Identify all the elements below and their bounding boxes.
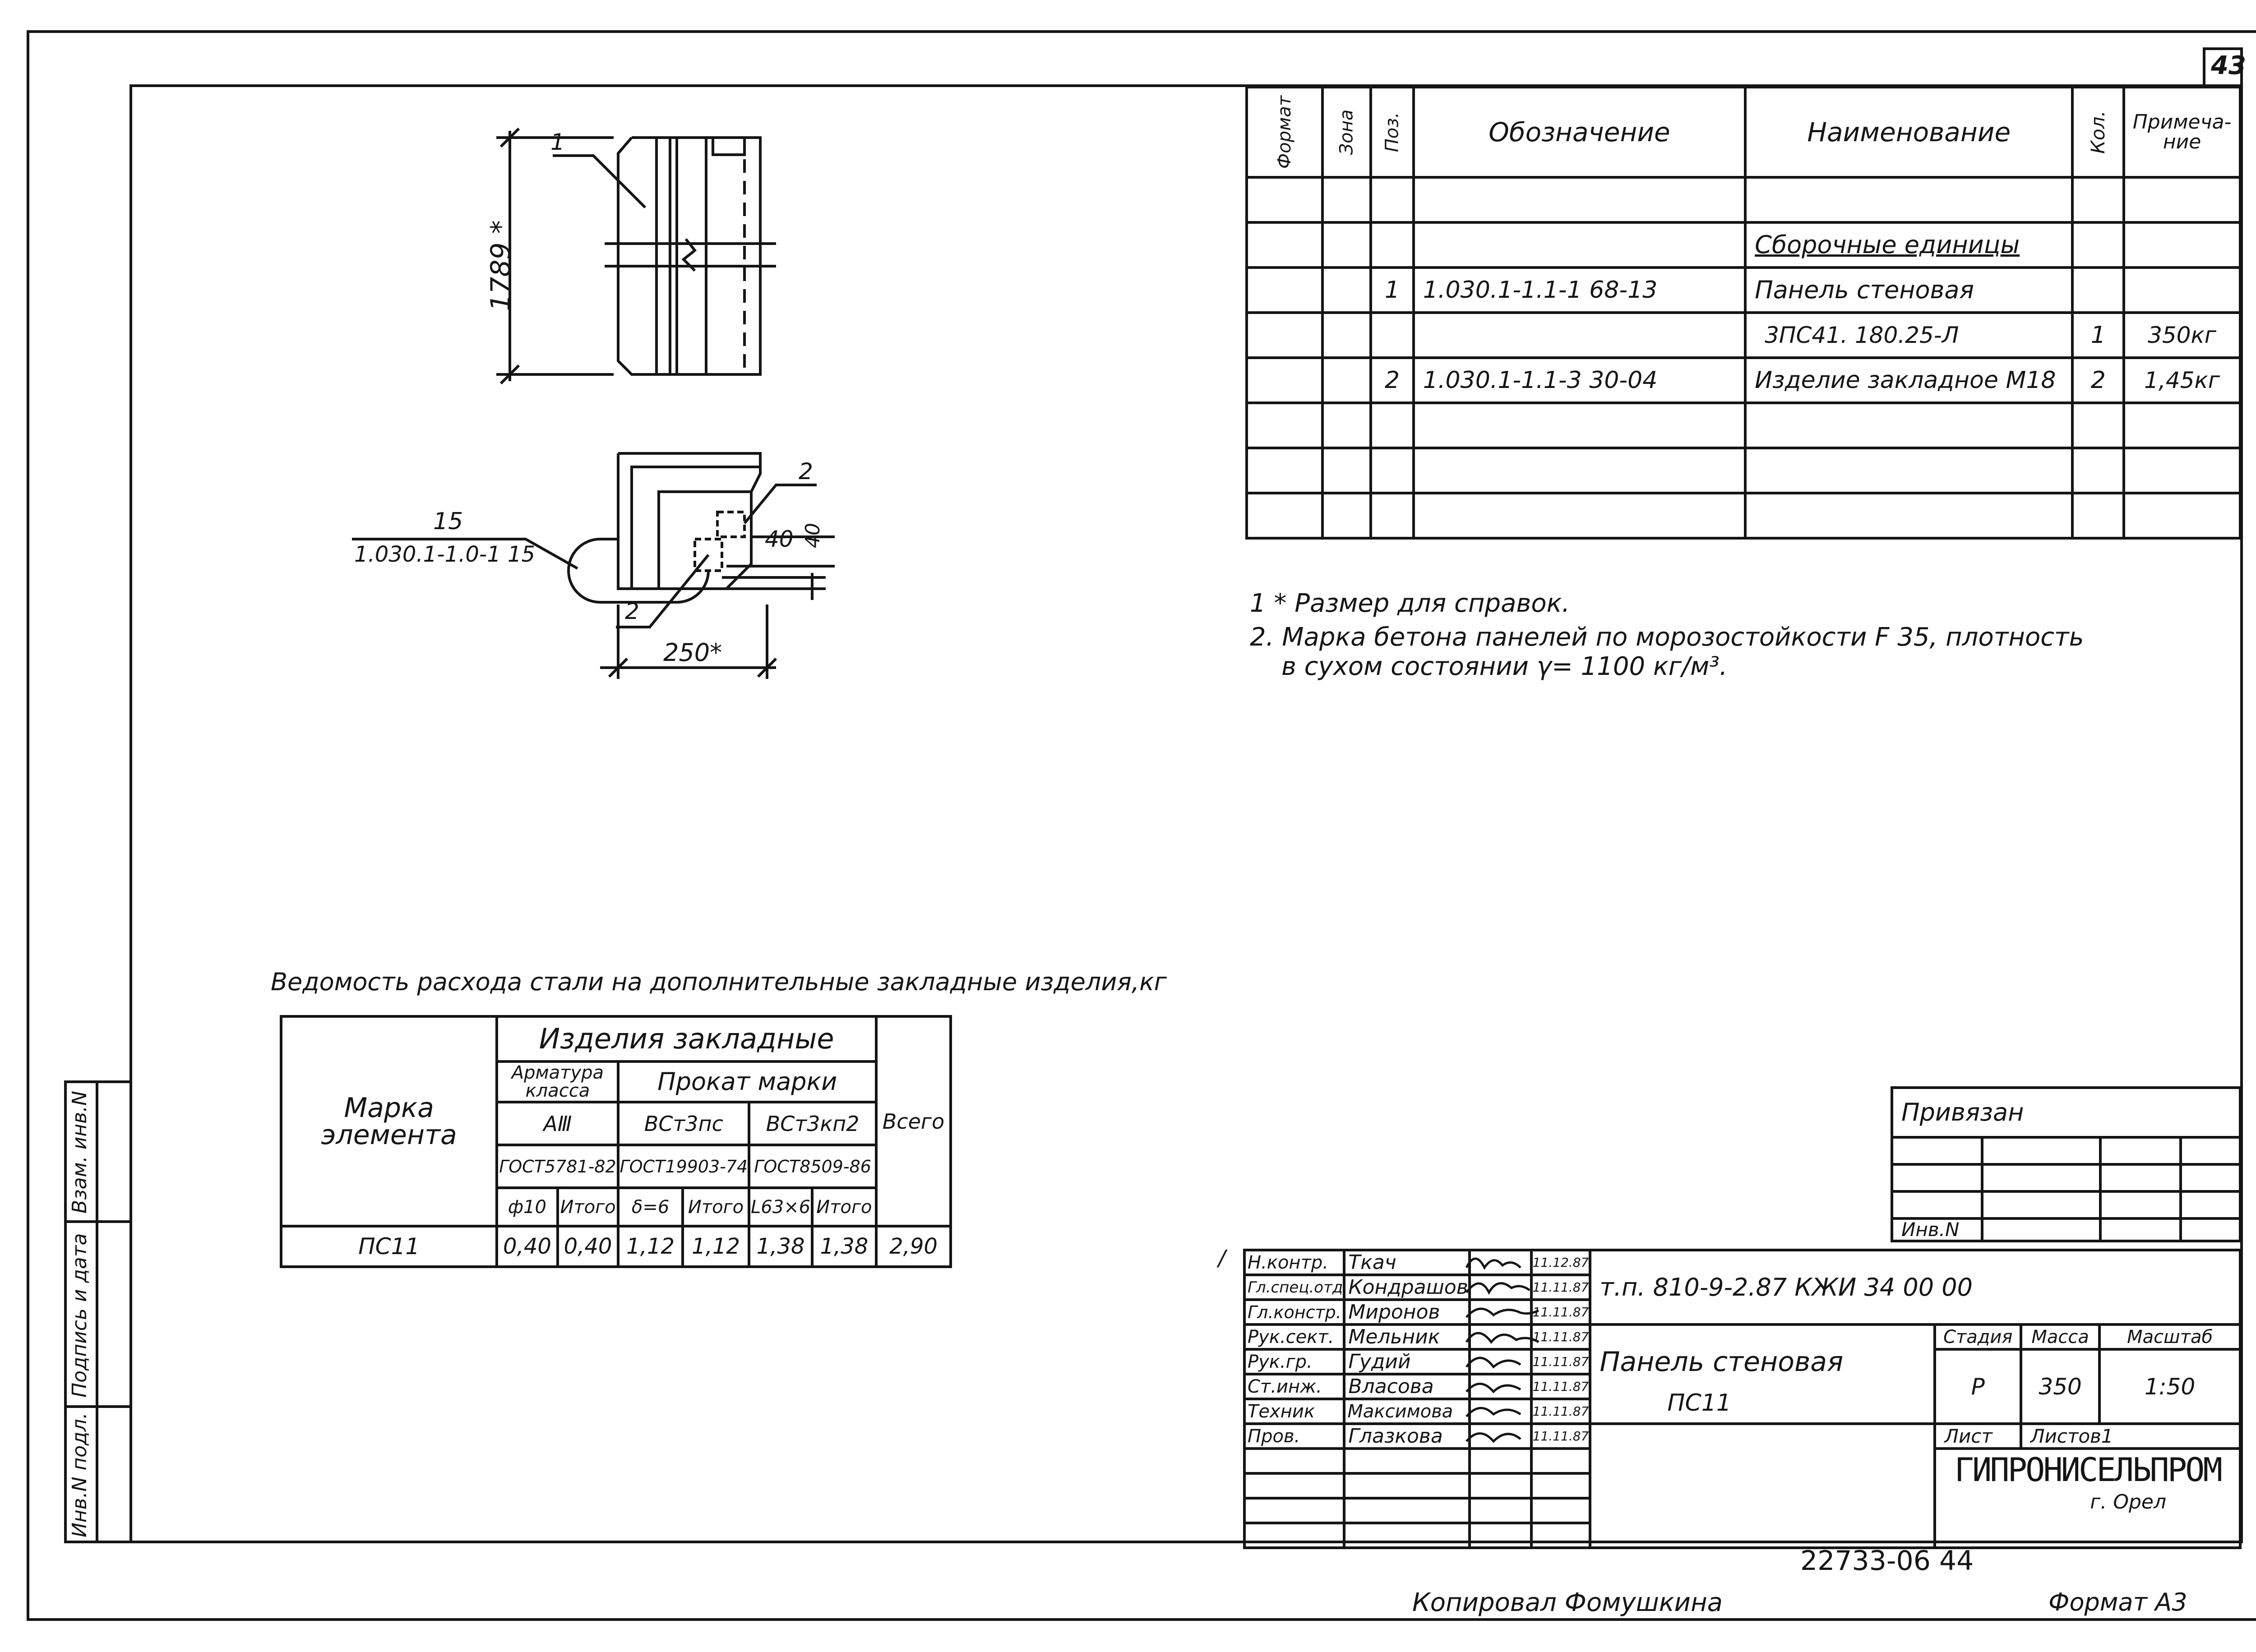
total-header: Всего (874, 1015, 952, 1227)
inner-frame (129, 84, 2243, 1543)
side-stamp-replace: Взам. инв.N (68, 1091, 91, 1214)
gost-3: ГОСТ8509-86 (748, 1144, 878, 1189)
rolled-header: Прокат марки (617, 1060, 878, 1103)
header-zone: Зона (1336, 109, 1357, 155)
stage-label: Стадия (1933, 1323, 2023, 1351)
title-person-row: Ст.инж. Власова 11.11.87 (1243, 1373, 2240, 1400)
title-person-row: Пров. Глазкова 11.11.87 Лист Листов1 (1243, 1422, 2242, 1549)
height-dimension: 1789 * (485, 220, 517, 311)
products-header: Изделия закладные (495, 1015, 878, 1063)
header-qty: Кол. (2087, 111, 2109, 154)
signature (1468, 1323, 1533, 1351)
signature (1468, 1398, 1533, 1425)
note-2: 2. Марка бетона панелей по морозостойкос… (1250, 623, 2084, 652)
note-1: 1 * Размер для справок. (1250, 589, 1570, 618)
title-person-row: Н.контр. Ткач 11.12.87 т.п. 810-9-2.87 К… (1243, 1249, 2242, 1326)
organization: ГИПРОНИСЕЛЬПРОМ (1954, 1451, 2223, 1489)
header-pos: Поз. (1382, 112, 1403, 152)
scale-label: Масштаб (2098, 1323, 2242, 1351)
copied-by: Копировал Фомушкина (1412, 1588, 1723, 1617)
steel-grade-1: ВСт3пс (617, 1101, 751, 1146)
binding-block: Привязан Инв.N (1891, 1086, 2242, 1242)
ref-document: 1.030.1-1.0-1 15 (354, 542, 536, 567)
signature (1468, 1373, 1533, 1400)
sheet-label: Лист (1933, 1422, 2023, 1450)
city: г. Орел (2090, 1490, 2167, 1514)
panel-section (352, 452, 835, 679)
leader-2b-label: 2 (625, 598, 639, 624)
header-format: Формат (1274, 95, 1295, 169)
sheets-label: Листов1 (2020, 1422, 2242, 1450)
title-block: Н.контр. Ткач 11.12.87 т.п. 810-9-2.87 К… (1243, 1249, 2242, 1549)
specification-table: Формат Зона Поз. Обозначение Наименовани… (1245, 86, 2242, 540)
gost-1: ГОСТ5781-82 (495, 1144, 620, 1189)
steel-table: Марка элемента Изделия закладные Всего А… (279, 1015, 952, 1268)
sheet-format: Формат А3 (2048, 1588, 2187, 1616)
title-name-1: Панель стеновая (1600, 1346, 1844, 1378)
dimension-40-b: 40 (801, 523, 824, 548)
leader-2-label: 2 (799, 458, 813, 485)
document-code: т.п. 810-9-2.87 КЖИ 34 00 00 (1589, 1249, 2242, 1326)
sheet-number: 43 (2211, 51, 2246, 80)
table-row: ПС11 0,40 0,40 1,12 1,12 1,38 1,38 2,90 (279, 1225, 952, 1268)
steel-grade-2: ВСт3кп2 (748, 1101, 878, 1146)
signature (1468, 1348, 1533, 1375)
note-2-cont: в сухом состоянии γ= 1100 кг/м³. (1281, 652, 1728, 681)
title-person-row: Гл.спец.отд Кондрашов 11.11.87 (1243, 1274, 2240, 1301)
mass-value: 350 (2020, 1348, 2101, 1425)
spec-row: 1 1.030.1-1.1-1 68-13 Панель стеновая (1245, 266, 2242, 314)
scale-value: 1:50 (2098, 1348, 2242, 1425)
title-name-2: ПС11 (1667, 1389, 1731, 1417)
gost-2: ГОСТ19903-74 (617, 1144, 751, 1189)
header-name: Наименование (1744, 86, 2074, 179)
section-title: Сборочные единицы (1744, 221, 2074, 269)
title-person-row: Рук.сект. Мельник 11.11.87 Панель стенов… (1243, 1323, 2242, 1425)
leader-1-label: 1 (550, 129, 565, 155)
inv-label: Инв.N (1891, 1217, 1983, 1242)
signature (1468, 1298, 1533, 1326)
mass-label: Масса (2020, 1323, 2101, 1351)
dimension-40-a: 40 (765, 526, 794, 552)
change-mark: / (1218, 1246, 1226, 1271)
side-stamp-inv: Инв.N подл. (68, 1412, 91, 1537)
width-dimension: 250* (663, 638, 722, 667)
rebar-class: AⅢ (495, 1101, 620, 1146)
sheet-number-box (2203, 47, 2243, 87)
binding-label: Привязан (1891, 1086, 2242, 1139)
signature (1468, 1249, 1533, 1276)
title-person-row: Рук.гр. Гудий 11.11.87 Р 350 1:50 (1243, 1348, 2242, 1425)
mark-header: Марка элемента (279, 1015, 499, 1227)
stage-value: Р (1933, 1348, 2023, 1425)
panel-elevation (496, 127, 776, 385)
ref-number: 15 (433, 508, 463, 535)
signature (1468, 1422, 1533, 1450)
outer-frame (27, 30, 2256, 1621)
archive-number: 22733-06 44 (1800, 1545, 1974, 1577)
rebar-header: Арматура класса (495, 1060, 620, 1103)
spec-row: 2 1.030.1-1.1-3 30-04 Изделие закладное … (1245, 356, 2242, 404)
title-person-row: Техник Максимова 11.11.87 (1243, 1398, 2240, 1425)
signature (1468, 1274, 1533, 1301)
header-note: Примеча-ние (2122, 86, 2242, 179)
side-stamp-signature: Подпись и дата (68, 1233, 91, 1398)
title-person-row: Гл.констр. Миронов 11.11.87 (1243, 1298, 2240, 1326)
spec-row: 3ПС41. 180.25-Л 1 350кг (1245, 311, 2242, 359)
header-designation: Обозначение (1412, 86, 1747, 179)
steel-table-title: Ведомость расхода стали на дополнительны… (271, 968, 1167, 996)
